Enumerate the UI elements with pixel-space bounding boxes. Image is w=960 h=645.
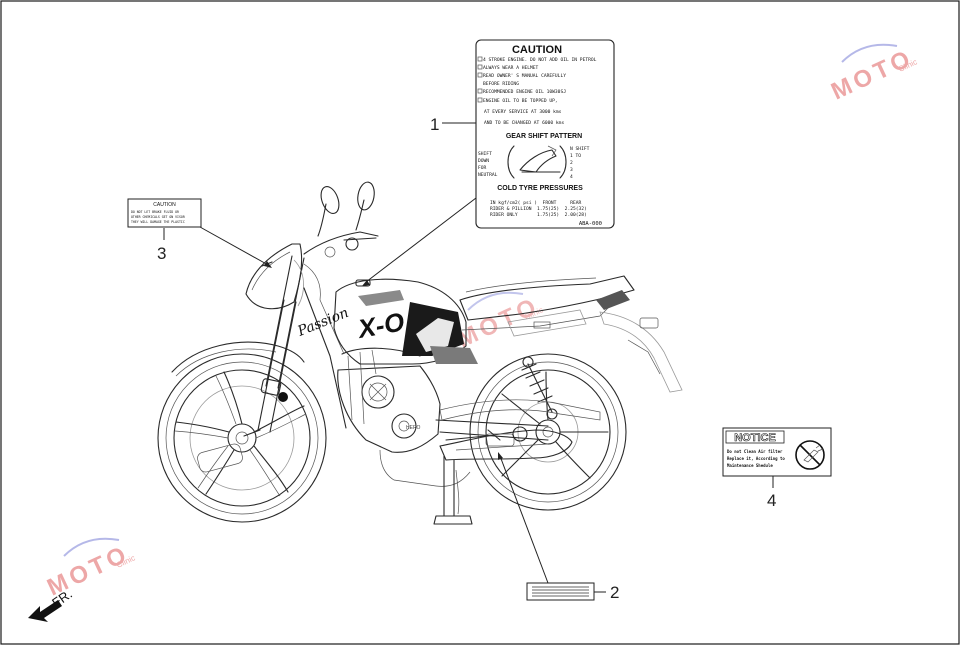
caution-line: 4 STROKE ENGINE. DO NOT ADD OIL IN PETRO…: [483, 57, 597, 63]
front-fender: [171, 341, 305, 373]
callout-3: 3: [157, 244, 166, 263]
gear-right-text: N SHIFT: [570, 146, 590, 152]
leader-lines: [163, 122, 774, 593]
tyre-pressure-title: COLD TYRE PRESSURES: [497, 185, 583, 192]
notice-label-line: Do not Clean Air filter: [727, 449, 783, 454]
seat-and-side-panel: [459, 275, 635, 337]
rear-fender-tail: [599, 311, 683, 393]
right-mirror: [357, 181, 375, 211]
watermark-text: MOTO: [453, 292, 544, 353]
callout-2: 2: [610, 583, 619, 602]
gear-right-text: 3: [570, 167, 573, 173]
fork-bolt-marker: [278, 392, 288, 402]
gear-left-text: SHIFT: [478, 151, 492, 157]
leader-line-3b: [199, 226, 271, 267]
visor-label-title: CAUTION: [153, 202, 176, 208]
caution-line: ENGINE OIL TO BE TOPPED UP,: [483, 98, 558, 104]
handlebar-assembly: [303, 181, 379, 301]
gear-right-text: 2: [570, 160, 573, 166]
visor-label-line: THEY WILL DAMAGE THE PLASTIC: [131, 220, 185, 224]
caution-line: AND TO BE CHANGED AT 6000 kms: [484, 120, 564, 126]
side-stand: [433, 455, 473, 525]
tyre-pressure-row: IN kgf/cm2( psi ) FRONT REAR: [490, 200, 582, 206]
visor-label-line: DO NOT LET BRAKE FLUID OR: [131, 210, 179, 214]
visor-label-line: OTHER CHEMICALS GET ON VISOR: [131, 215, 185, 219]
leader-line-1b: [365, 197, 477, 283]
tank-logo: Passion: [295, 305, 351, 340]
fuel-tank: Passion X-O: [295, 278, 478, 365]
callout-4: 4: [767, 491, 776, 510]
motorcycle-illustration: HERO Passion: [157, 181, 683, 525]
watermark-text: MOTO: [827, 44, 918, 105]
foot-peg: [445, 429, 501, 441]
gear-left-text: FOR: [478, 165, 487, 171]
fuel-cap: [355, 279, 371, 287]
front-wheel: [157, 353, 327, 523]
tyre-pressure-row: RIDER ONLY 1.75(25) 2.00(28): [490, 212, 587, 218]
gear-right-text: 1 TO: [570, 153, 581, 159]
chain-guard: [439, 399, 601, 421]
left-mirror: [320, 186, 340, 214]
gear-left-text: NEUTRAL: [478, 172, 498, 178]
no-cleaning-icon: [795, 440, 825, 470]
tank-graphic-text: X-O: [354, 306, 407, 344]
caution-line: READ OWNER' S MANUAL CAREFULLY: [483, 73, 566, 79]
exhaust-muffler: [439, 426, 573, 461]
gear-left-text: DOWN: [478, 158, 489, 164]
notice-label-title: NOTICE: [734, 432, 776, 444]
rear-wheel: [469, 353, 627, 511]
tank-stripe-upper: [358, 290, 404, 306]
watermark-center: MOTO Clinic: [453, 291, 545, 353]
boot-icon: [519, 149, 557, 173]
caution-line: AT EVERY SERVICE AT 3000 kms: [484, 109, 562, 115]
main-frame: [303, 287, 347, 429]
gear-shift-diagram: SHIFT DOWN FOR NEUTRAL N SHIFT 1 TO 2 3 …: [478, 145, 590, 180]
gear-shift-title: GEAR SHIFT PATTERN: [506, 133, 582, 140]
watermark-top-right: MOTO Clinic: [827, 43, 919, 105]
notice-label-line: Replace it, According to: [727, 456, 785, 461]
caution-label-1: CAUTION 4 STROKE ENGINE. DO NOT ADD OIL …: [475, 39, 615, 229]
label-plate-2: [526, 582, 595, 601]
swing-arm: [435, 419, 549, 441]
engine: HERO: [337, 347, 471, 487]
gear-right-text: 4: [570, 174, 573, 180]
caution-label-checkboxes: [477, 56, 483, 103]
rear-shock-absorber: [521, 356, 558, 420]
caution-line: RECOMMENDED ENGINE OIL 10W30SJ: [483, 89, 566, 95]
notice-label-line: Maintenance Shedule: [727, 463, 773, 468]
arrow-front-icon: [28, 600, 62, 622]
front-fork: [243, 255, 305, 437]
callout-1: 1: [430, 115, 439, 134]
label-part-code: ABA-000: [579, 221, 602, 227]
notice-label-4: NOTICE Do not Clean Air filter Replace i…: [722, 427, 832, 477]
engine-cover-brand: HERO: [406, 425, 421, 431]
caution-line: BEFORE RIDING: [483, 81, 519, 87]
leader-line-2b: [499, 455, 549, 584]
tank-stripe-lower: [430, 346, 478, 364]
caution-label-3: CAUTION DO NOT LET BRAKE FLUID OR OTHER …: [127, 198, 202, 228]
caution-label-title: CAUTION: [512, 44, 562, 56]
tyre-pressure-row: RIDER & PILLION 1.75(25) 2.25(32): [490, 206, 587, 212]
caution-line: ALWAYS WEAR A HELMET: [483, 65, 539, 71]
headlight-visor: [245, 243, 304, 310]
